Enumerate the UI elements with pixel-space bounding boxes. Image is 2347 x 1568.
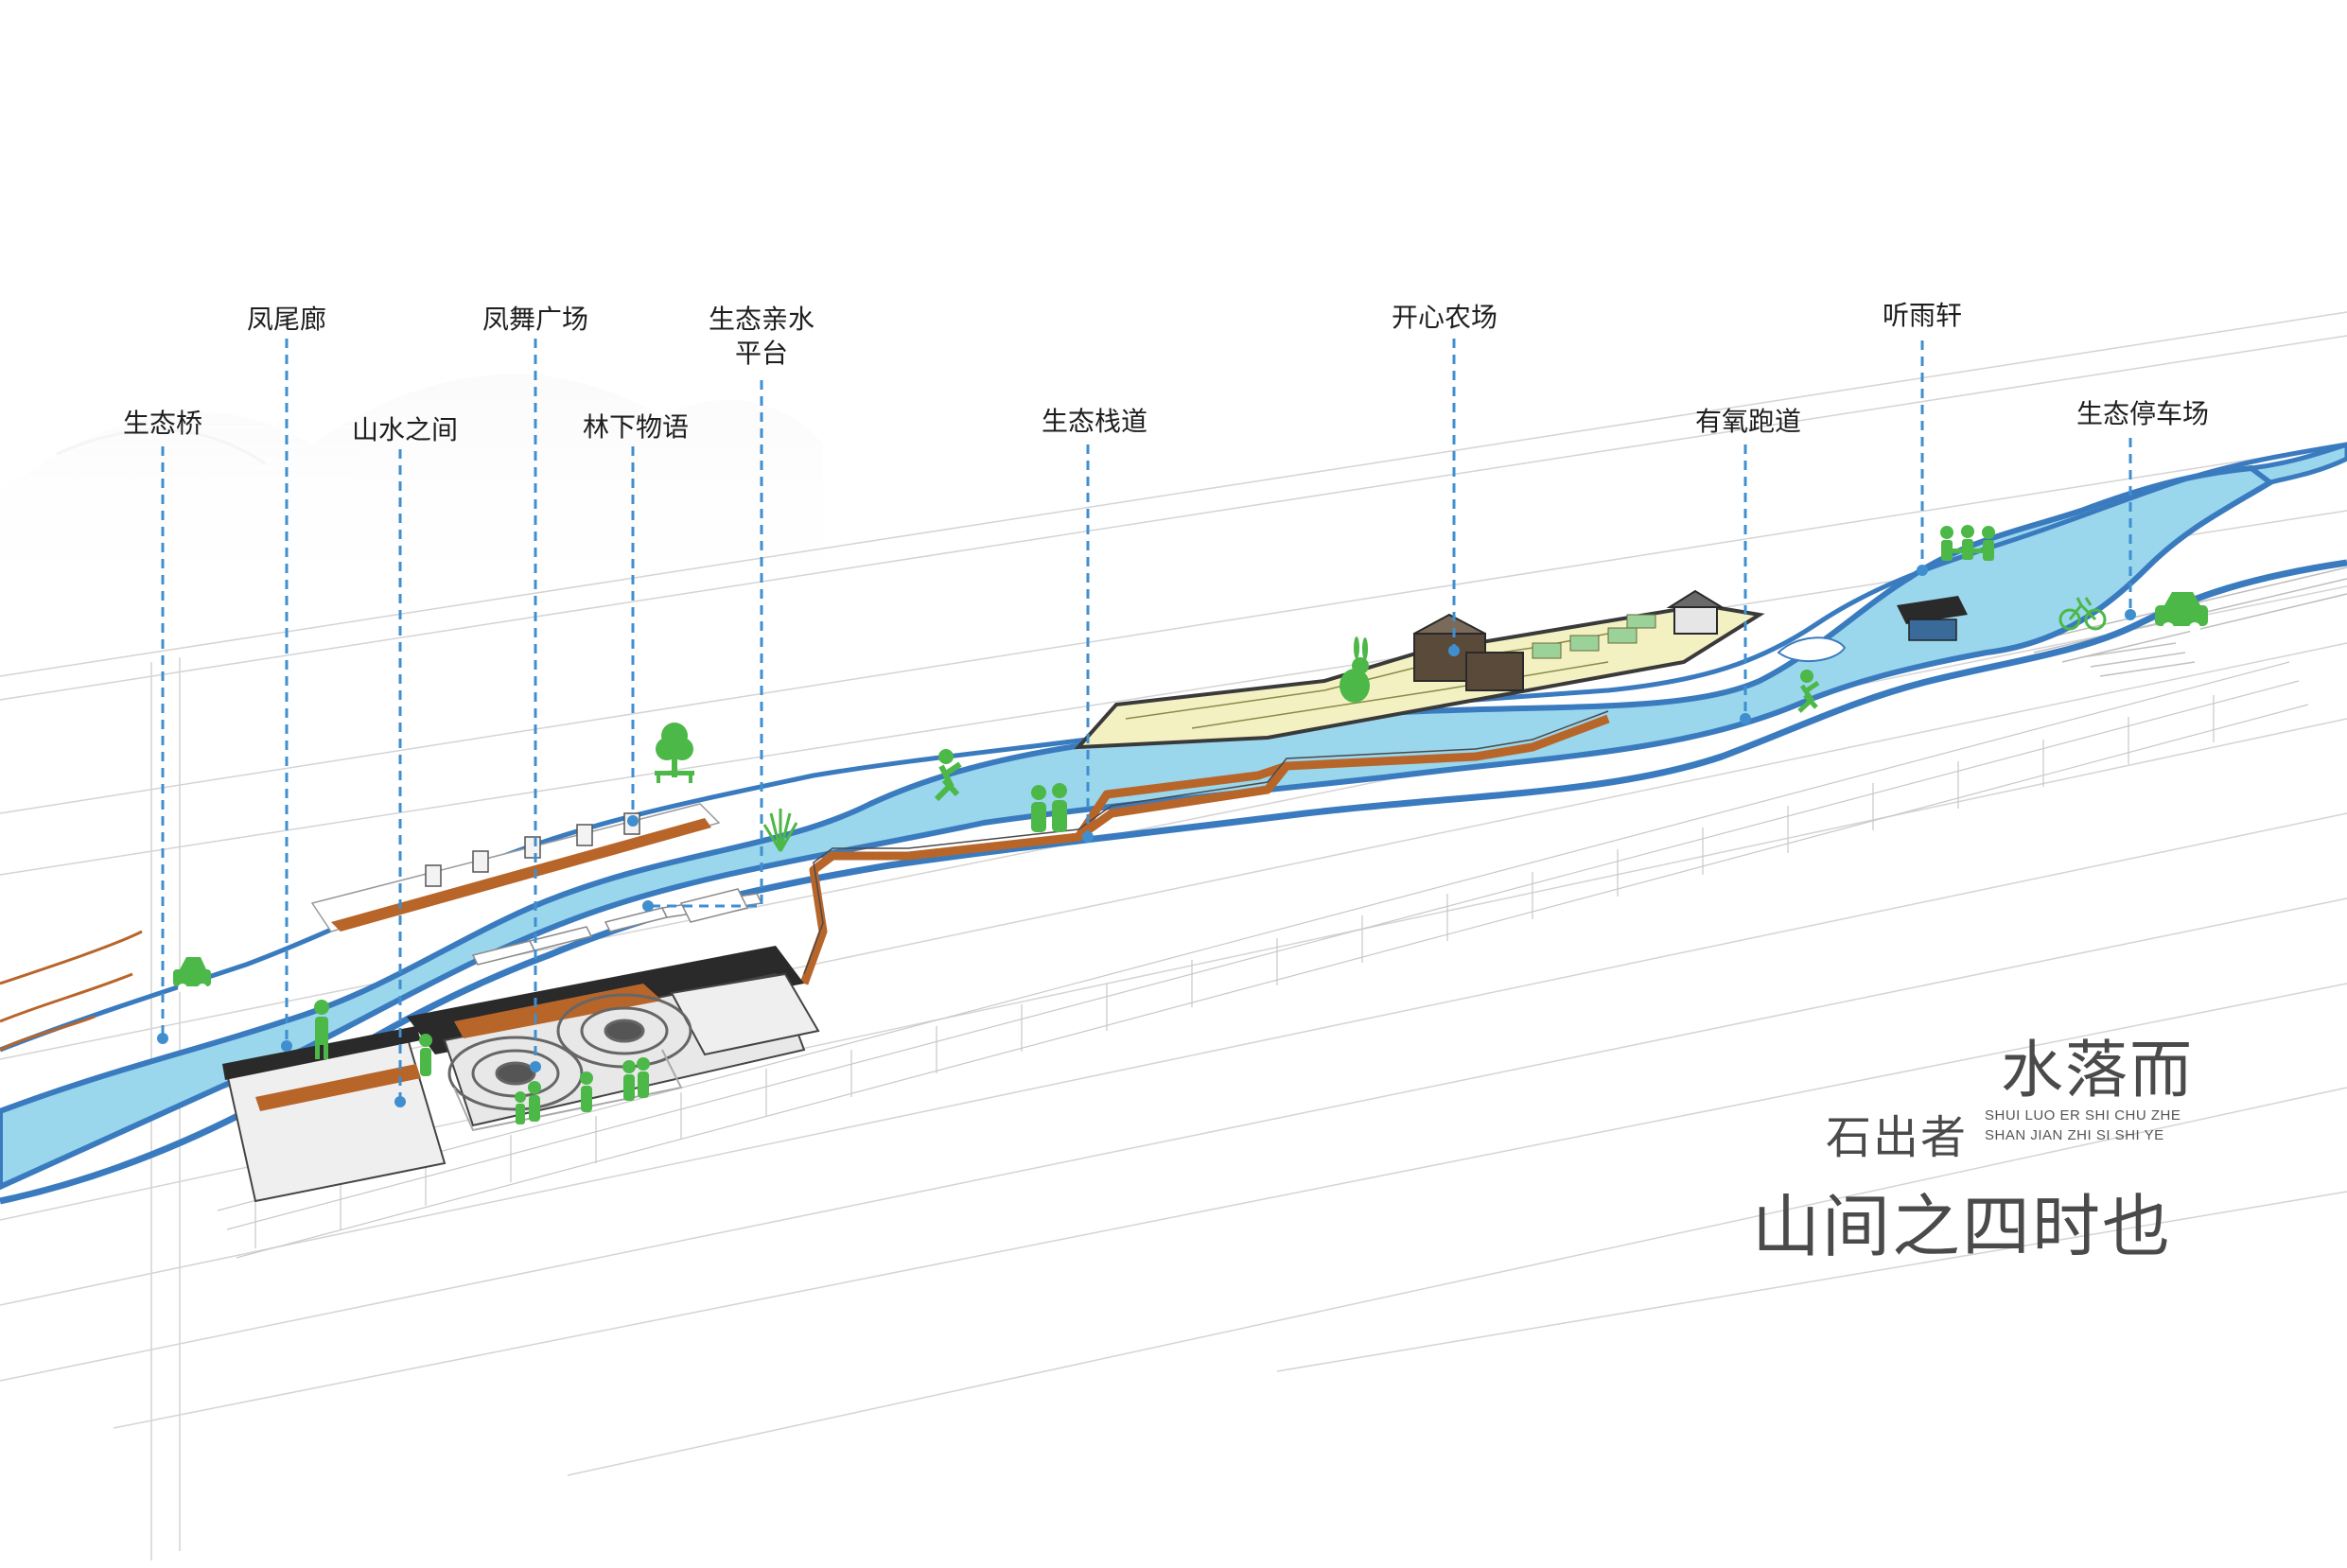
label-eco-parking: 生态停车场 bbox=[2076, 398, 2210, 429]
slogan-line2: 石出者 bbox=[1826, 1111, 1969, 1164]
leader-endpoints bbox=[157, 565, 2136, 1107]
label-eco-water-platform-line1: 生态亲水 bbox=[708, 304, 815, 335]
label-rain-pavilion: 听雨轩 bbox=[1882, 300, 1963, 331]
label-forest-story: 林下物语 bbox=[582, 411, 690, 443]
car-icon bbox=[2155, 592, 2208, 634]
rabbit-sculpture-icon bbox=[1340, 636, 1370, 703]
rain-pavilion bbox=[1897, 596, 1968, 641]
tree-bench-icon bbox=[655, 723, 694, 783]
label-between-mountain-water: 山水之间 bbox=[351, 414, 459, 445]
family-group-icon bbox=[1940, 525, 1995, 561]
walking-people-icon bbox=[1031, 783, 1067, 832]
background-mountains bbox=[0, 374, 823, 643]
reed-plant-icon bbox=[762, 809, 798, 852]
bicycle-icon bbox=[2058, 597, 2107, 631]
slogan-line3: 山间之四时也 bbox=[1752, 1187, 2173, 1266]
leader-lines bbox=[161, 339, 2132, 1102]
label-eco-water-platform-line2: 平台 bbox=[734, 338, 789, 369]
label-phoenix-tail-corridor: 凤尾廊 bbox=[246, 304, 327, 335]
green-figures bbox=[173, 525, 2208, 1124]
label-eco-bridge: 生态桥 bbox=[122, 408, 203, 439]
plaza-people-icon bbox=[419, 1034, 650, 1124]
eco-boardwalk bbox=[799, 714, 1610, 985]
slogan-line1: 水落而 bbox=[2001, 1034, 2194, 1106]
road-curb bbox=[217, 661, 2309, 1259]
label-eco-boardwalk: 生态栈道 bbox=[1041, 406, 1148, 437]
ground-linework bbox=[0, 311, 2347, 1560]
farm-buildings bbox=[1413, 589, 1725, 691]
running-person-icon bbox=[934, 749, 962, 802]
running-person-icon bbox=[1797, 670, 1820, 713]
plaza-complex bbox=[222, 946, 820, 1203]
left-steps bbox=[0, 930, 143, 1052]
label-happy-farm: 开心农场 bbox=[1391, 302, 1498, 333]
slogan-pinyin2: SHAN JIAN ZHI SI SHI YE bbox=[1985, 1127, 2164, 1143]
label-phoenix-dance-plaza: 凤舞广场 bbox=[482, 304, 589, 335]
river-island bbox=[1777, 636, 1847, 663]
walking-person-icon bbox=[314, 1000, 329, 1059]
happy-farm bbox=[1074, 589, 1765, 750]
boardwalk-rail bbox=[803, 710, 1609, 975]
slogan-pinyin1: SHUI LUO ER SHI CHU ZHE bbox=[1985, 1107, 2181, 1124]
label-aerobic-track: 有氧跑道 bbox=[1694, 406, 1802, 437]
water-platform-piers bbox=[471, 888, 763, 966]
car-icon bbox=[173, 957, 211, 993]
parking-spaces bbox=[2080, 642, 2196, 677]
forest-story-deck bbox=[310, 803, 721, 932]
